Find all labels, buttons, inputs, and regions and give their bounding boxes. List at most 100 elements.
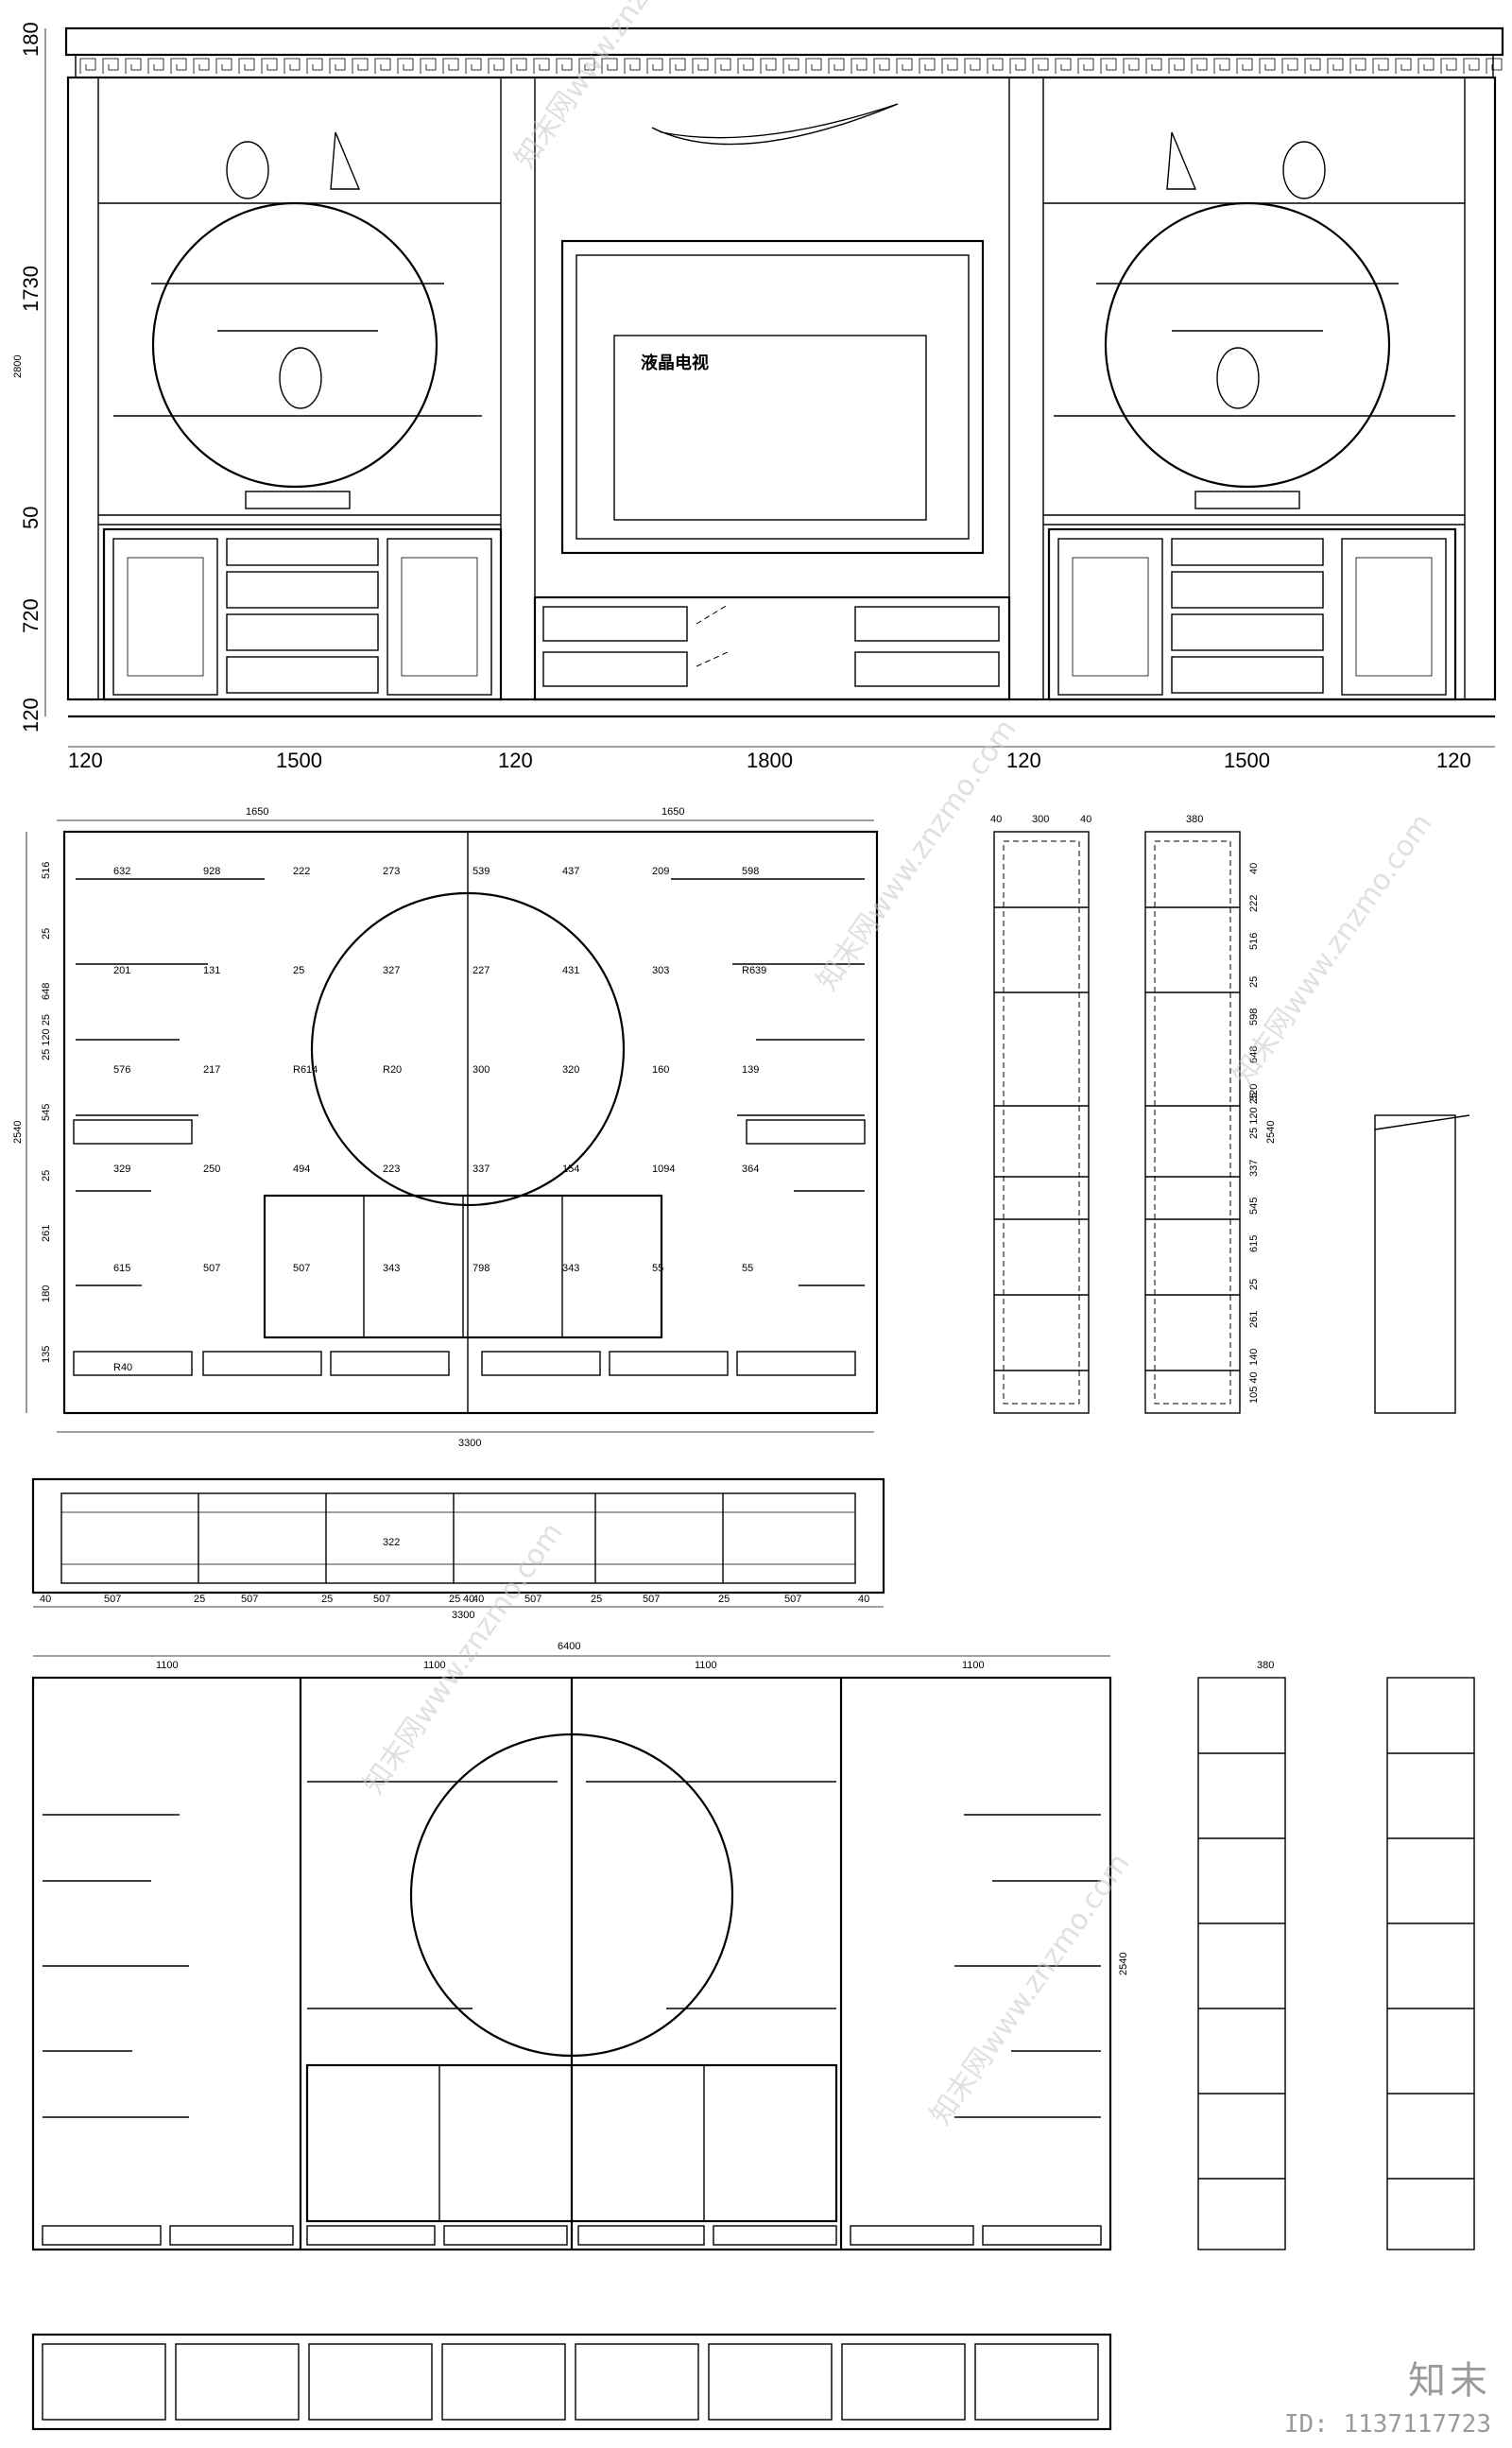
plan-dim: 507 [104,1594,121,1605]
pillar-center-right [1008,77,1044,700]
front-left-dim: 180 [41,1285,52,1302]
plan-dim: 25 [321,1594,333,1605]
elev-dim-bottom-1: 1500 [276,749,322,772]
front-dim-label: 300 [472,1064,490,1076]
bottom-plan-cells [42,2343,1099,2421]
side-right-dim: 598 [1248,1009,1260,1026]
front-dim-label: 131 [203,965,220,976]
plan-dim: 25 [591,1594,602,1605]
front-top-dim-1: 1650 [662,806,684,818]
plan-dim: 507 [373,1594,390,1605]
front-left-dim: 648 [41,983,52,1000]
side-right-dim: 25 120 25 [1248,1093,1260,1139]
side-view-narrow [993,831,1090,1414]
elevation-frame [66,76,1497,701]
side-right-dim: 222 [1248,895,1260,912]
moon-gate-circle-left [151,201,438,489]
front-dim-label: 273 [383,866,400,877]
elev-dim-left-4: 120 [19,698,43,733]
plan-dim: 40 [858,1594,869,1605]
pillar-right [1464,77,1496,700]
front-total-width: 3300 [458,1438,481,1449]
plan-dim: 40 [463,1594,474,1605]
front-dim-label: 343 [383,1263,400,1274]
front-left-dim: 25 [41,928,52,940]
front-dim-label: 227 [472,965,490,976]
plan-outline [31,1477,885,1595]
large-side-view-b [1386,1677,1475,2250]
front-dim-label: 217 [203,1064,220,1076]
plan-dim: 25 [449,1594,460,1605]
fret-pattern [79,58,1503,74]
ship-model-icon [330,131,361,190]
large-module-3: 1100 [962,1660,985,1671]
cornice [64,26,1504,57]
large-front-view: 6400 1100 1100 1100 1100 2540 380 [31,1641,1475,2251]
watermark-text: 知末网www.znzmo.com [924,1848,1137,2131]
left-base-cabinet [102,527,503,701]
large-side-width: 380 [1257,1660,1274,1671]
front-dim-label: 598 [742,866,759,877]
side-right-dim: 337 [1248,1160,1260,1177]
front-dim-label: 632 [113,866,130,877]
large-side-view-a [1197,1677,1286,2250]
front-dim-label: R20 [383,1064,402,1076]
elev-dim-left-1: 1730 [19,266,43,312]
front-drawer-right [746,1119,866,1145]
side-right-dim: 261 [1248,1311,1260,1328]
side-profile-section [1374,1114,1456,1414]
front-dim-label: 615 [113,1263,130,1274]
front-top-dim-0: 1650 [246,806,268,818]
front-dim-label: 928 [203,866,220,877]
front-left-dim: 261 [41,1225,52,1242]
front-dim-label: 1094 [652,1164,675,1175]
front-dim-label: 507 [293,1263,310,1274]
side-right-dim: 615 [1248,1235,1260,1252]
pillar-center-left [500,77,536,700]
right-base-cabinet [1047,527,1457,701]
elev-dim-bottom-2: 120 [498,749,533,772]
side-right-dim: 140 [1248,1349,1260,1366]
front-dim-label: 209 [652,866,669,877]
front-dim-label: 154 [562,1164,579,1175]
elev-dim-left-3: 720 [19,598,43,633]
front-dim-label: 327 [383,965,400,976]
side-right-dim: 105 40 [1248,1371,1260,1404]
brand-logo: 知末 [1408,2359,1491,2403]
side-narrow-top-0: 40 [990,814,1002,825]
large-total-width: 6400 [558,1641,580,1652]
large-module-1: 1100 [423,1660,446,1671]
front-height: 2540 [12,1121,24,1144]
elev-dim-bottom-5: 1500 [1224,749,1270,772]
elev-dim-bottom-3: 1800 [747,749,793,772]
elev-dim-bottom-0: 120 [68,749,103,772]
large-moon-circle [409,1733,734,2058]
elev-dim-bottom-4: 120 [1006,749,1041,772]
vase-icon [226,141,269,199]
plan-total: 3300 [452,1610,474,1621]
front-dim-label: 329 [113,1164,130,1175]
elev-cut-dim: 2800 [12,355,24,378]
side-right-dim: 648 [1248,1046,1260,1063]
side-right-dim: 545 [1248,1198,1260,1215]
front-left-dim: 545 [41,1104,52,1121]
front-dim-label: 364 [742,1164,759,1175]
front-dim-label: 431 [562,965,579,976]
front-drawer-left [73,1119,193,1145]
plan-dim: 507 [241,1594,258,1605]
plan-dim: 507 [784,1594,801,1605]
front-dim-label: 223 [383,1164,400,1175]
plan-dim: 25 [718,1594,730,1605]
front-dim-label: 343 [562,1263,579,1274]
front-frame [62,830,879,1415]
plan-dim: 507 [524,1594,541,1605]
front-left-dim: 25 120 25 [41,1014,52,1060]
front-dim-label: 222 [293,866,310,877]
bottom-plan-strip [31,2333,1112,2431]
tv-wall-elevation: 液晶电视 [12,22,1504,772]
watermark-layer: 知末网www.znzmo.com 知末网www.znzmo.com 知末网www… [357,0,1439,2131]
